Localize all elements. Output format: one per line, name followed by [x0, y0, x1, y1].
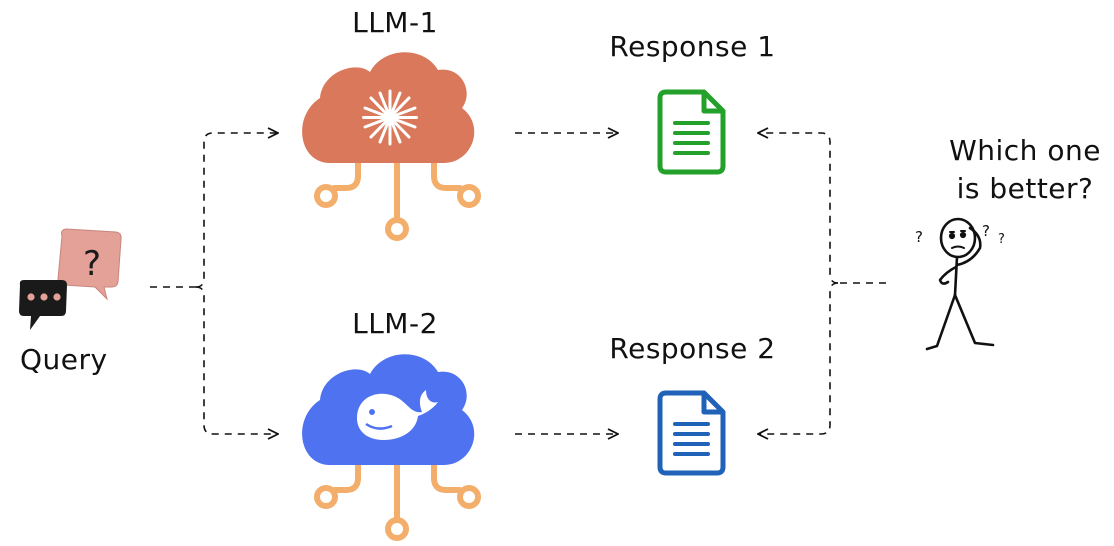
svg-text:?: ?	[982, 222, 990, 240]
whale-icon	[357, 390, 438, 440]
llm1-label: LLM-1	[352, 6, 438, 39]
llm2-connector-tree	[314, 459, 481, 541]
llm2-label: LLM-2	[352, 307, 438, 340]
question-line-2: is better?	[956, 172, 1094, 205]
confused-person-icon: ? ? ?	[915, 217, 1005, 351]
llm1-cloud	[302, 52, 481, 241]
person-connectors	[759, 133, 886, 434]
question-bubble: ?	[57, 228, 122, 301]
query-connectors	[150, 133, 277, 434]
svg-text:?: ?	[998, 232, 1005, 247]
llm1-connector-tree	[314, 157, 481, 241]
response2-document-icon	[657, 390, 726, 476]
llm2-cloud	[302, 354, 481, 541]
dots-bubble	[19, 280, 67, 330]
response2-label: Response 2	[609, 332, 776, 365]
question-line-1: Which one	[949, 134, 1101, 167]
response1-document-icon	[657, 89, 726, 175]
llm1-cloud-shape	[302, 52, 475, 163]
svg-text:?: ?	[83, 244, 101, 284]
llm-to-response-arrows	[515, 133, 617, 434]
response1-label: Response 1	[609, 30, 776, 63]
sparkle-icon	[362, 89, 418, 146]
query-label: Query	[20, 343, 108, 376]
query-chat-icon: ?	[19, 228, 122, 330]
svg-text:?: ?	[915, 228, 923, 246]
